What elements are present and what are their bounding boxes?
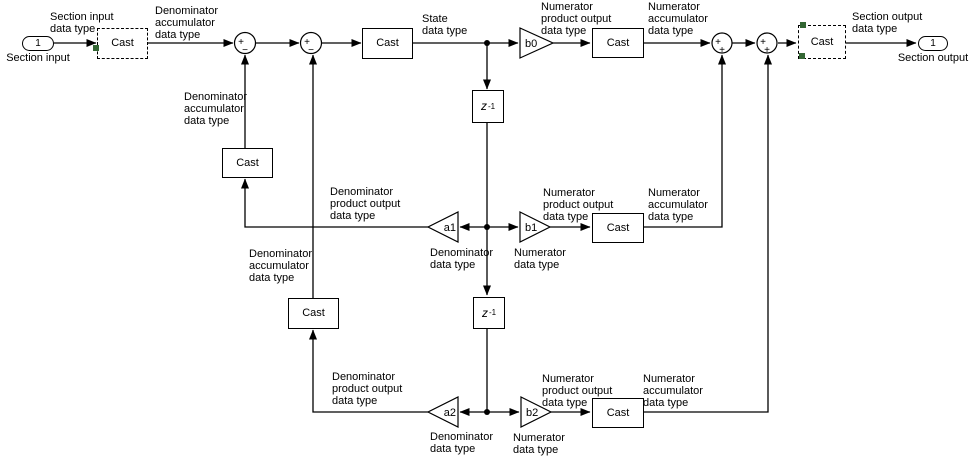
gain-b2[interactable]: b2 bbox=[520, 396, 553, 428]
numerator-cast-block-b0[interactable]: Cast bbox=[592, 28, 644, 58]
label-denominator-accumulator-data-type: Denominator accumulator data type bbox=[249, 248, 312, 284]
label-state-data-type: State data type bbox=[422, 13, 468, 37]
label-denominator-data-type: Denominator data type bbox=[430, 431, 493, 455]
cast-label: Cast bbox=[111, 37, 134, 49]
cast-label: Cast bbox=[606, 36, 630, 49]
unit-delay-block-1[interactable]: z-1 bbox=[472, 90, 504, 123]
label-numerator-accumulator-data-type: Numerator accumulator data type bbox=[648, 187, 708, 223]
section-output-port[interactable]: 1 bbox=[918, 36, 948, 51]
cast-label: Cast bbox=[302, 307, 325, 319]
denominator-cast-block-1[interactable]: Cast bbox=[222, 148, 273, 178]
label-denominator-data-type: Denominator data type bbox=[430, 247, 493, 271]
delay-base: z bbox=[480, 99, 487, 113]
cast-label: Cast bbox=[376, 37, 399, 49]
svg-text:a2: a2 bbox=[444, 407, 456, 419]
output-cast-block[interactable]: Cast bbox=[798, 25, 846, 59]
svg-text:b2: b2 bbox=[526, 407, 538, 419]
section-input-port[interactable]: 1 bbox=[22, 36, 54, 51]
cast-label: Cast bbox=[606, 406, 630, 419]
label-denominator-accumulator-data-type: Denominator accumulator data type bbox=[184, 91, 247, 127]
label-numerator-product-output-data-type: Numerator product output data type bbox=[541, 1, 612, 37]
svg-text:b0: b0 bbox=[525, 38, 537, 50]
sum-junction-denominator-1[interactable]: + − bbox=[233, 31, 257, 57]
sum-junction-numerator-1[interactable]: + + bbox=[711, 32, 733, 56]
svg-text:b1: b1 bbox=[525, 222, 537, 234]
svg-text:+: + bbox=[715, 37, 721, 48]
cast-label: Cast bbox=[236, 156, 259, 169]
svg-text:a1: a1 bbox=[444, 222, 456, 234]
gain-a1[interactable]: a1 bbox=[426, 211, 459, 243]
label-denominator-accumulator-data-type: Denominator accumulator data type bbox=[155, 5, 218, 41]
signal-spec-marker bbox=[800, 22, 806, 28]
label-numerator-product-output-data-type: Numerator product output data type bbox=[542, 373, 613, 409]
sum-junction-numerator-2[interactable]: + + bbox=[756, 32, 778, 56]
numerator-cast-block-b1[interactable]: Cast bbox=[592, 213, 644, 243]
numerator-cast-block-b2[interactable]: Cast bbox=[592, 398, 644, 428]
unit-delay-block-2[interactable]: z-1 bbox=[473, 297, 505, 329]
cast-label: Cast bbox=[606, 221, 630, 234]
label-numerator-data-type: Numerator data type bbox=[513, 432, 565, 456]
svg-text:+: + bbox=[238, 37, 244, 48]
sum-junction-denominator-2[interactable]: + − bbox=[299, 31, 323, 57]
label-section-input: Section input bbox=[6, 52, 70, 64]
signal-wires bbox=[54, 39, 917, 416]
svg-text:−: − bbox=[242, 45, 248, 56]
label-numerator-data-type: Numerator data type bbox=[514, 247, 566, 271]
signal-spec-marker bbox=[93, 45, 99, 51]
signal-spec-marker bbox=[799, 53, 805, 59]
label-numerator-accumulator-data-type: Numerator accumulator data type bbox=[648, 1, 708, 37]
label-denominator-product-output-data-type: Denominator product output data type bbox=[332, 371, 403, 407]
section-input-port-number: 1 bbox=[35, 38, 41, 49]
denominator-cast-block-2[interactable]: Cast bbox=[288, 298, 339, 329]
svg-text:+: + bbox=[304, 37, 310, 48]
section-output-port-number: 1 bbox=[930, 38, 936, 49]
label-section-input-data-type: Section input data type bbox=[50, 11, 114, 35]
input-cast-block[interactable]: Cast bbox=[97, 28, 148, 59]
label-numerator-accumulator-data-type: Numerator accumulator data type bbox=[643, 373, 703, 409]
gain-b1[interactable]: b1 bbox=[519, 211, 552, 243]
cast-label: Cast bbox=[810, 35, 834, 48]
svg-text:−: − bbox=[308, 45, 314, 56]
svg-text:+: + bbox=[760, 37, 766, 48]
label-section-output-data-type: Section output data type bbox=[852, 11, 923, 35]
state-cast-block[interactable]: Cast bbox=[362, 28, 413, 59]
svg-text:+: + bbox=[764, 45, 770, 56]
label-section-output: Section output bbox=[897, 52, 969, 64]
label-numerator-product-output-data-type: Numerator product output data type bbox=[543, 187, 614, 223]
svg-text:+: + bbox=[719, 45, 725, 56]
delay-base: z bbox=[481, 305, 488, 320]
gain-a2[interactable]: a2 bbox=[426, 396, 459, 428]
label-denominator-product-output-data-type: Denominator product output data type bbox=[330, 186, 401, 222]
gain-b0[interactable]: b0 bbox=[519, 27, 555, 59]
branch-dots bbox=[484, 40, 490, 415]
